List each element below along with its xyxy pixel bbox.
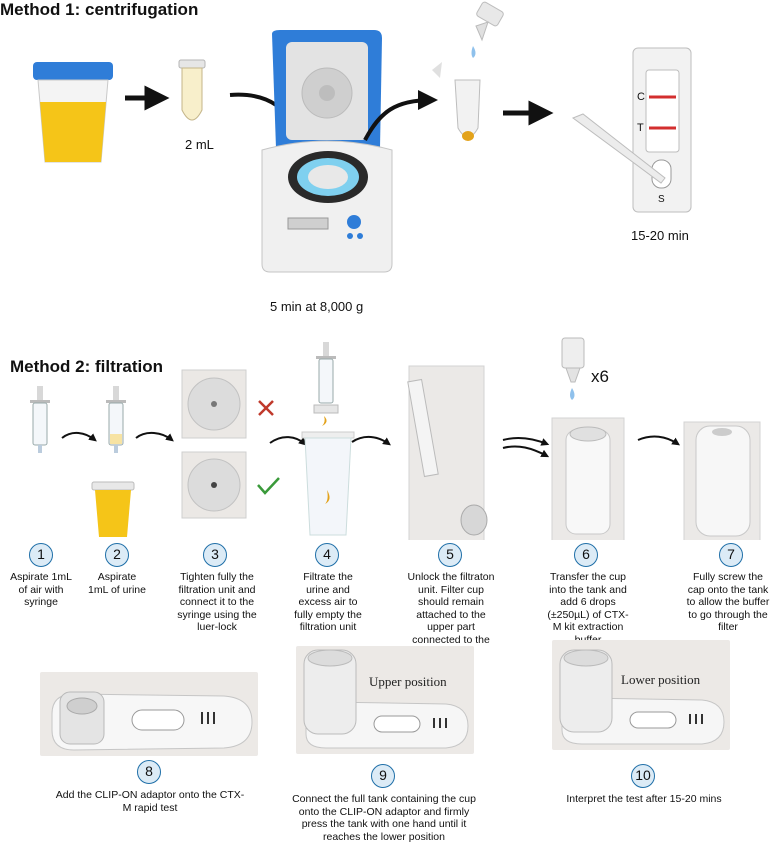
rapid-test-icon <box>571 47 692 213</box>
syringe-filter-icon <box>301 342 355 536</box>
step-8-text: Add the CLIP-ON adaptor onto the CTX-M r… <box>55 789 245 814</box>
step-2-text: Aspirate 1mL of urine <box>88 571 146 596</box>
volume-label: 2 mL <box>185 137 214 152</box>
step-6-badge: 6 <box>574 543 598 567</box>
step-7-badge: 7 <box>719 543 743 567</box>
arrow-3 <box>363 90 438 141</box>
method2-illustration <box>30 337 761 540</box>
centrifuge-label: 5 min at 8,000 g <box>270 299 364 314</box>
step-9-text: Connect the full tank containing the cup… <box>292 793 476 843</box>
step-3-badge: 3 <box>203 543 227 567</box>
step-8-photo <box>40 672 258 756</box>
step-4-badge: 4 <box>315 543 339 567</box>
step-10-text: Interpret the test after 15-20 mins <box>566 793 722 805</box>
step-4-text: Filtrate the urine and excess air to ful… <box>294 571 362 633</box>
upper-position-label: Upper position <box>369 674 447 689</box>
method1-illustration <box>33 1 692 273</box>
test-line-letter: T <box>637 122 644 134</box>
step-2-badge: 2 <box>105 543 129 567</box>
tube-icon <box>178 59 206 121</box>
method2-title: Method 2: filtration <box>10 357 163 376</box>
dropper-icon <box>471 1 504 58</box>
step-7-text: Fully screw the cap onto the tank to all… <box>686 571 770 633</box>
step-9-badge: 9 <box>371 764 395 788</box>
method1-title: Method 1: centrifugation <box>0 0 199 19</box>
drops-label: x6 <box>591 367 609 386</box>
check-icon <box>257 477 280 495</box>
step-10-badge: 10 <box>631 764 655 788</box>
test-time-label: 15-20 min <box>631 228 689 243</box>
tube-pellet-icon <box>432 62 481 141</box>
step-3-text: Tighten fully the filtration unit and co… <box>177 571 257 633</box>
step-10-photo <box>552 640 730 750</box>
control-line-letter: C <box>637 91 645 103</box>
sample-well-letter: S <box>658 194 665 205</box>
centrifuge-icon <box>261 30 393 273</box>
dropper-small-icon <box>561 337 585 400</box>
lower-position-label: Lower position <box>621 672 701 687</box>
step-8-badge: 8 <box>137 760 161 784</box>
urine-cup-small-icon <box>91 481 135 537</box>
urine-cup-icon <box>33 62 113 163</box>
step-1-badge: 1 <box>29 543 53 567</box>
step-5-badge: 5 <box>438 543 462 567</box>
step-9-photo <box>296 646 474 754</box>
syringe-urine-icon <box>106 386 126 453</box>
step-6-text: Transfer the cup into the tank and add 6… <box>547 571 629 646</box>
syringe-icon <box>30 386 50 453</box>
step-1-text: Aspirate 1mL of air with syringe <box>10 571 72 608</box>
step-5-text: Unlock the filtraton unit. Filter cup sh… <box>407 571 495 658</box>
cross-icon <box>258 400 274 416</box>
